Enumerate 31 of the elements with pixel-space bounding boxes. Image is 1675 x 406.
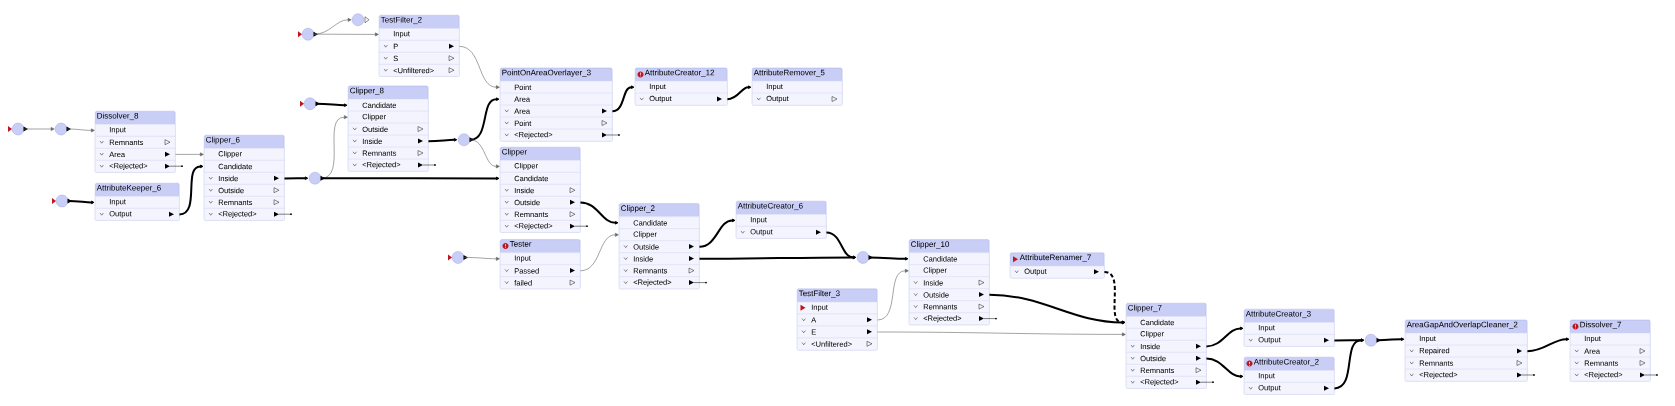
connector-arrow [611,85,635,113]
connector-arrow [67,200,95,205]
connector-arrow [283,176,309,180]
connector-arrow [580,232,619,272]
connector-arrow [463,256,500,261]
connector-arrow [23,127,55,131]
connector-arrow [315,102,348,107]
connector-arrow [868,256,909,261]
connector-arrow [726,85,752,101]
connector-arrow [1526,337,1570,353]
connector-arrow [469,139,500,169]
connector-arrow [877,331,1126,337]
connector-arrow [469,97,500,141]
connector-arrow [1205,357,1244,379]
connection-circle [351,13,370,26]
connector-arrow [1333,338,1365,390]
connector-arrow [579,201,619,225]
connector-arrow [459,46,500,90]
connector-arrow [825,231,857,260]
connector-arrow [313,32,379,37]
connector-arrow [320,176,500,181]
connector-arrow [313,17,352,35]
connector-arrow [1376,337,1405,342]
connector-arrow [178,164,204,216]
connector-arrow [427,138,458,143]
connector-arrow [877,268,909,321]
connector-arrow [1103,271,1126,325]
connector-arrow [175,152,204,157]
connector-arrow [1205,326,1244,348]
connector-arrow [698,218,736,248]
connector-arrow [66,128,95,133]
